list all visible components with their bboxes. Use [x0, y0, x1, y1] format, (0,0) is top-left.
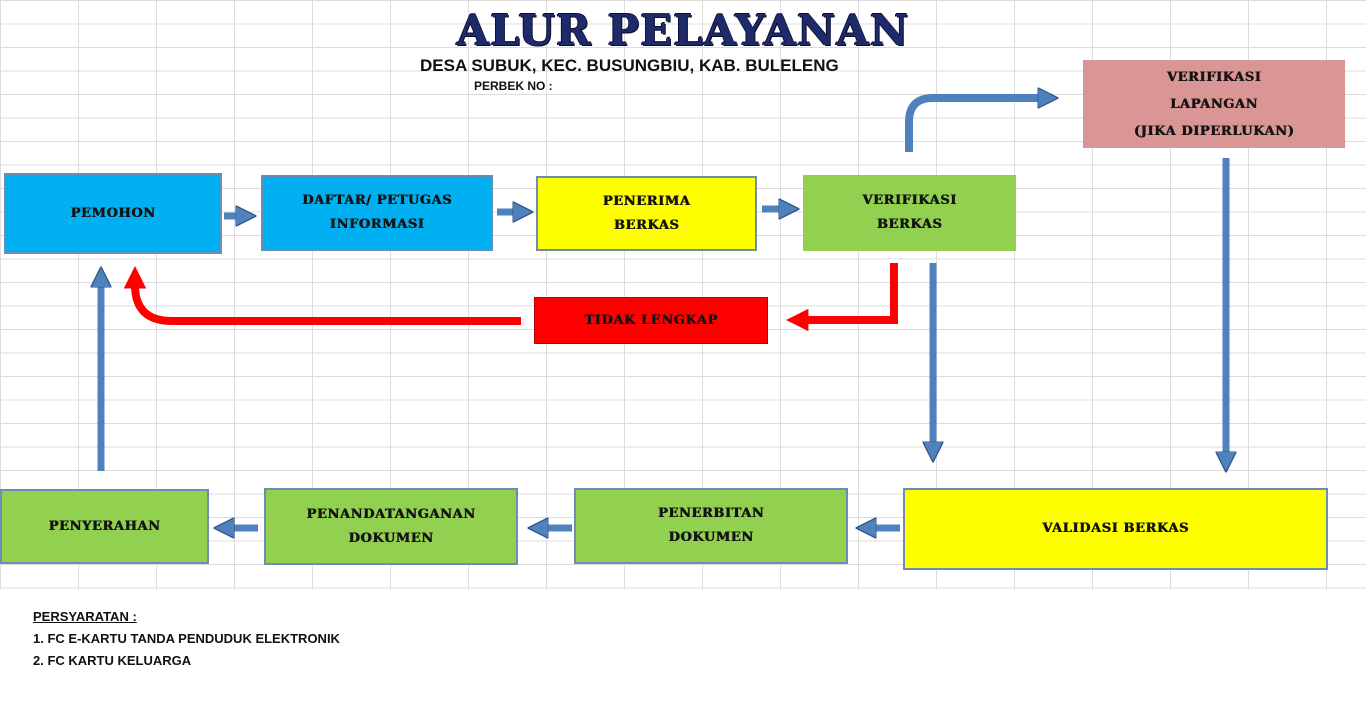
requirements-title: PERSYARATAN : — [33, 609, 137, 624]
page-title: ALUR PELAYANAN — [456, 6, 910, 55]
node-penerima-berkas: PENERIMA BERKAS — [536, 176, 757, 251]
node-penandatanganan-dokumen: PENANDATANGANAN DOKUMEN — [264, 488, 518, 565]
node-daftar-petugas-informasi: DAFTAR/ PETUGAS INFORMASI — [261, 175, 493, 251]
requirement-item: 1. FC E-KARTU TANDA PENDUDUK ELEKTRONIK — [33, 631, 340, 646]
node-verifikasi-berkas: VERIFIKASI BERKAS — [803, 175, 1016, 251]
node-tidak-lengkap: TIDAK LENGKAP — [534, 297, 768, 344]
node-penerbitan-dokumen: PENERBITAN DOKUMEN — [574, 488, 848, 564]
node-verifikasi-lapangan: VERIFIKASI LAPANGAN (JIKA DIPERLUKAN) — [1083, 60, 1345, 148]
node-pemohon: PEMOHON — [4, 173, 222, 254]
page-subtitle: DESA SUBUK, KEC. BUSUNGBIU, KAB. BULELEN… — [420, 56, 839, 75]
arrow-tidaklengkap-pemohon — [123, 266, 521, 325]
arrow-verifikasi-lapangan — [905, 98, 1050, 152]
perbek-number: PERBEK NO : — [474, 79, 553, 93]
requirement-item: 2. FC KARTU KELUARGA — [33, 653, 192, 668]
arrow-verifikasi-tidaklengkap — [786, 263, 898, 332]
node-penyerahan: PENYERAHAN — [0, 489, 209, 564]
node-validasi-berkas: VALIDASI BERKAS — [903, 488, 1328, 570]
background-bottom — [0, 590, 1366, 705]
